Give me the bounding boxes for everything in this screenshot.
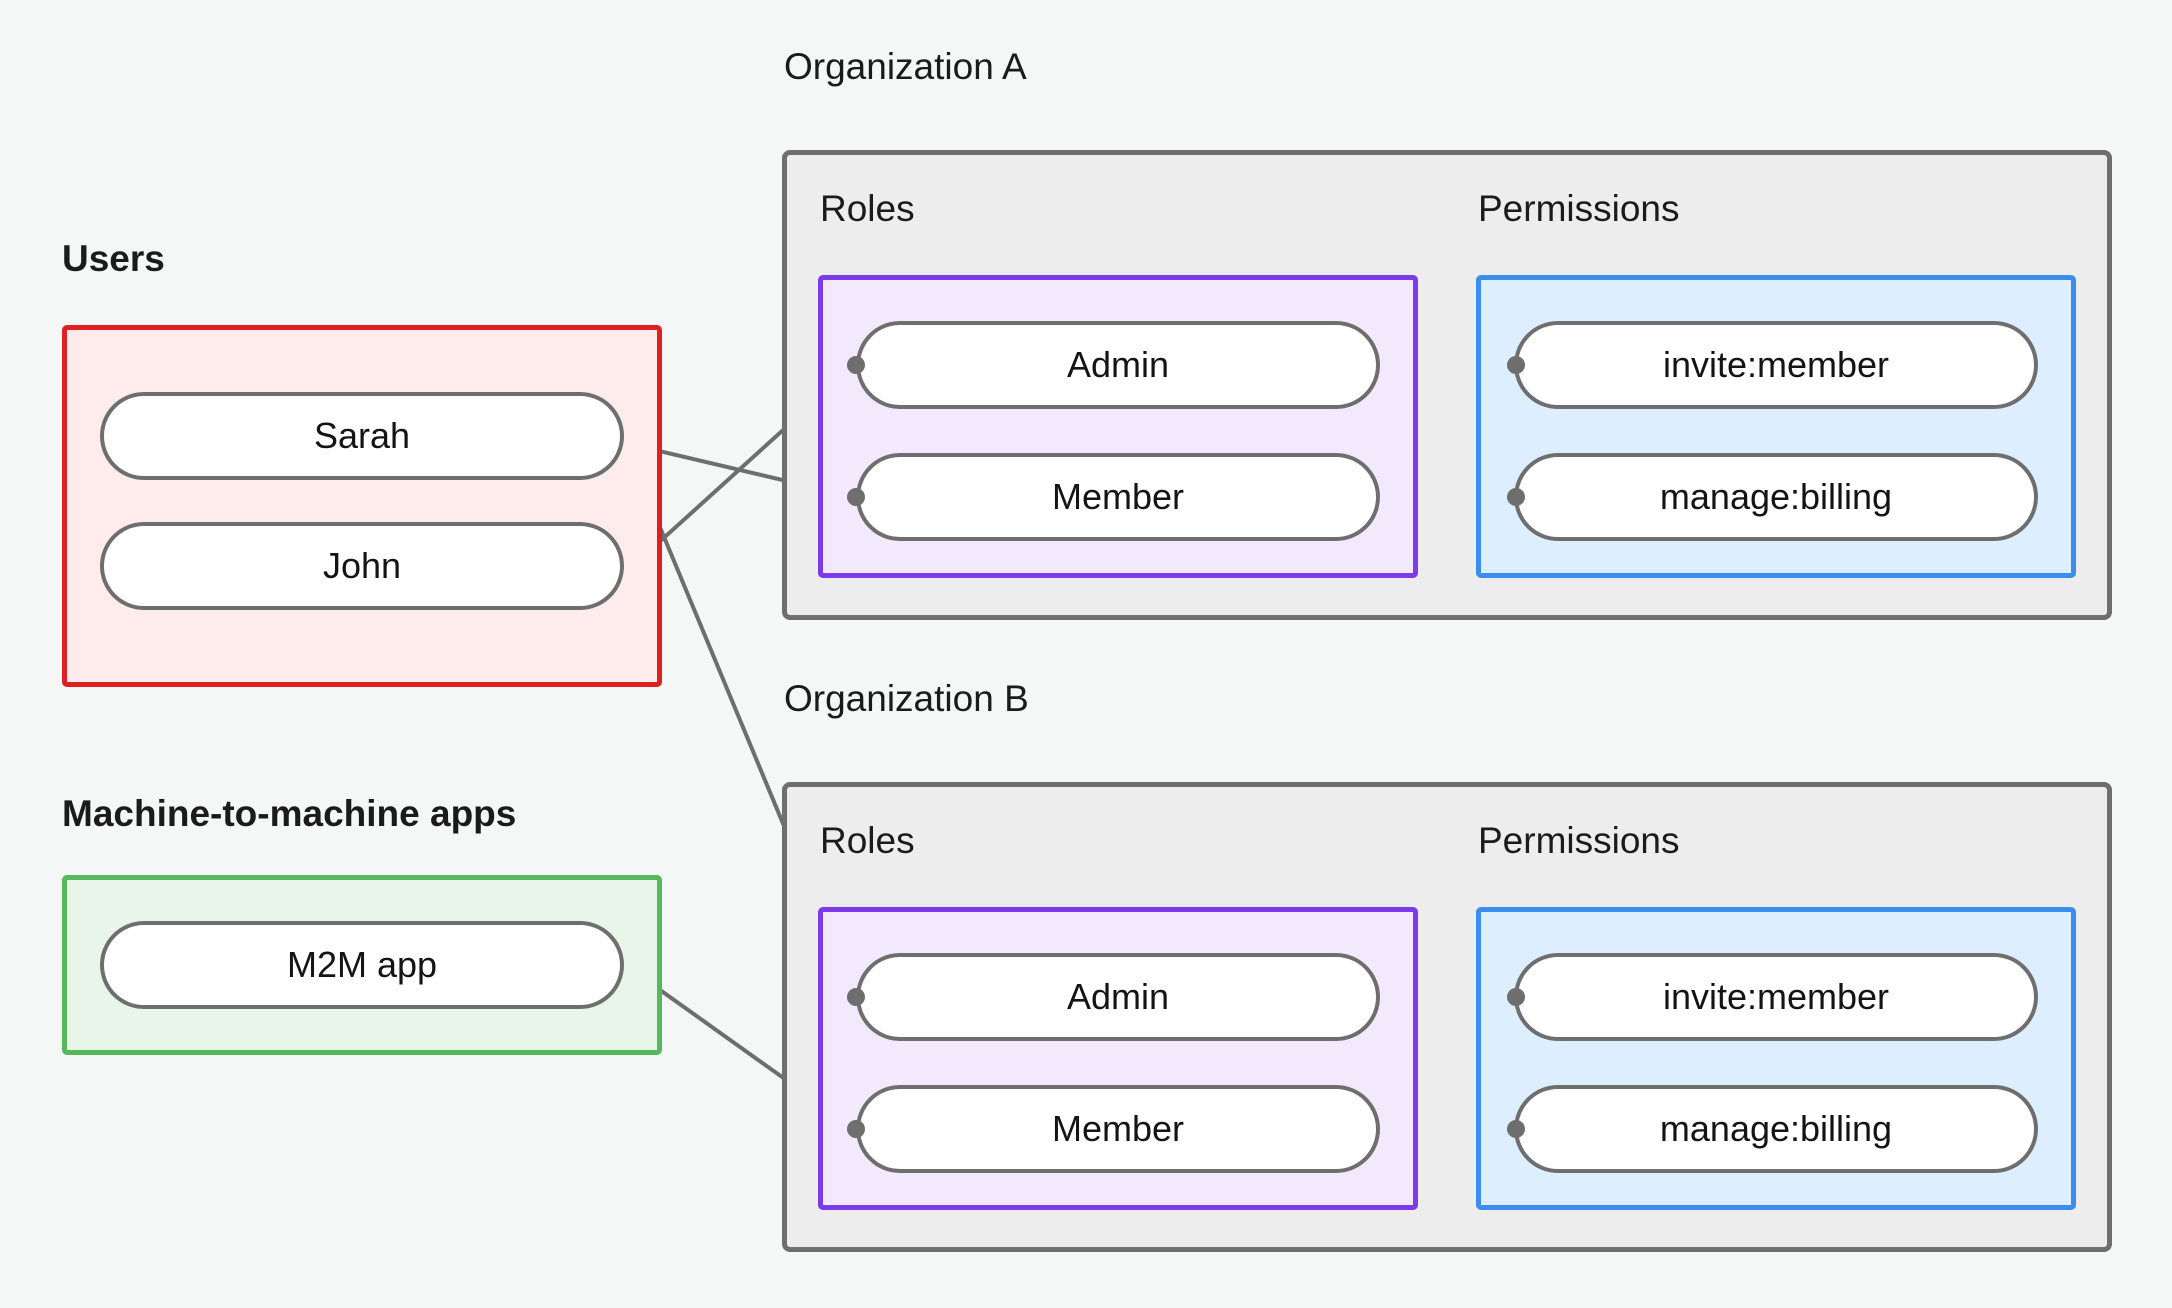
orgA-perm-billing-in-dot xyxy=(1507,488,1525,506)
orgB-permission-invite-member[interactable]: invite:member xyxy=(1514,953,2038,1041)
orgA-permission-manage-billing[interactable]: manage:billing xyxy=(1514,453,2038,541)
orgA-role-member-in-dot xyxy=(847,488,865,506)
orgB-perm-invite-in-dot xyxy=(1507,988,1525,1006)
orgB-permissions-caption: Permissions xyxy=(1478,820,1680,861)
user-node-john[interactable]: John xyxy=(100,522,624,610)
orgB-role-admin-in-dot xyxy=(847,988,865,1006)
orgA-roles-caption: Roles xyxy=(820,188,915,229)
organization-a-caption: Organization A xyxy=(784,46,1027,87)
orgA-role-admin-in-dot xyxy=(847,356,865,374)
m2m-node-app[interactable]: M2M app xyxy=(100,921,624,1009)
user-node-sarah[interactable]: Sarah xyxy=(100,392,624,480)
users-group-box xyxy=(62,325,662,687)
orgA-role-admin[interactable]: Admin xyxy=(856,321,1380,409)
users-section-caption: Users xyxy=(62,238,165,279)
orgB-roles-caption: Roles xyxy=(820,820,915,861)
orgA-perm-invite-in-dot xyxy=(1507,356,1525,374)
organization-b-caption: Organization B xyxy=(784,678,1029,719)
orgB-permission-manage-billing[interactable]: manage:billing xyxy=(1514,1085,2038,1173)
orgB-perm-billing-in-dot xyxy=(1507,1120,1525,1138)
orgA-role-member[interactable]: Member xyxy=(856,453,1380,541)
m2m-section-caption: Machine-to-machine apps xyxy=(62,793,517,834)
orgB-role-admin[interactable]: Admin xyxy=(856,953,1380,1041)
orgA-permission-invite-member[interactable]: invite:member xyxy=(1514,321,2038,409)
orgA-permissions-caption: Permissions xyxy=(1478,188,1680,229)
orgB-role-member[interactable]: Member xyxy=(856,1085,1380,1173)
orgB-role-member-in-dot xyxy=(847,1120,865,1138)
